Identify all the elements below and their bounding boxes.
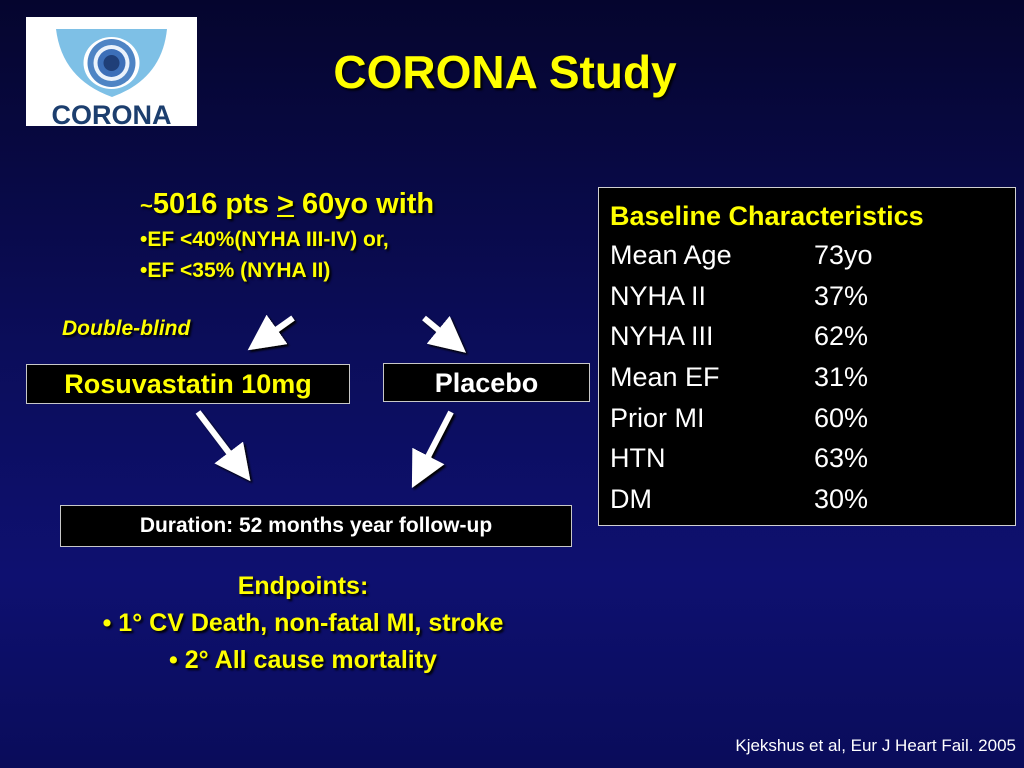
inclusion-criteria: ~5016 pts > 60yo with •EF <40%(NYHA III-… (140, 186, 434, 286)
criteria-bullet: •EF <35% (NYHA II) (140, 259, 331, 282)
endpoint-item: • 2° All cause mortality (169, 646, 437, 674)
placebo-arm-box: Placebo (383, 363, 590, 402)
duration-box: Duration: 52 months year follow-up (60, 505, 572, 547)
baseline-label: Mean Age (610, 240, 732, 270)
logo-wordmark: CORONA (51, 100, 172, 130)
citation: Kjekshus et al, Eur J Heart Fail. 2005 (735, 736, 1016, 755)
baseline-label: HTN (610, 443, 666, 473)
corona-logo: CORONA (26, 17, 197, 130)
criteria-main-line: ~5016 pts > 60yo with (140, 186, 434, 224)
baseline-characteristics-box: Baseline Characteristics Mean Age 73yo N… (598, 187, 1016, 526)
baseline-value: 60% (814, 403, 869, 433)
rosuvastatin-arm-box: Rosuvastatin 10mg (26, 364, 350, 404)
arrow-to-rosuvastatin (247, 314, 295, 351)
arrow-to-placebo (422, 315, 466, 353)
endpoints-heading: Endpoints: (237, 572, 369, 600)
baseline-heading: Baseline Characteristics (610, 201, 924, 231)
baseline-value: 73yo (814, 240, 873, 270)
double-blind-label: Double-blind (62, 317, 191, 340)
baseline-value: 30% (814, 484, 869, 514)
baseline-label: NYHA III (610, 321, 714, 351)
tilde: ~ (140, 193, 153, 218)
baseline-value: 63% (814, 443, 869, 473)
arrow-rosuvastatin-to-duration (195, 410, 251, 482)
baseline-value: 62% (814, 321, 869, 351)
baseline-label: Prior MI (610, 403, 705, 433)
baseline-label: DM (610, 484, 652, 514)
baseline-value: 31% (814, 362, 869, 392)
baseline-label: NYHA II (610, 281, 707, 311)
baseline-label: Mean EF (610, 362, 720, 392)
criteria-age: 60yo with (293, 188, 435, 220)
criteria-ge-sign: > (277, 188, 294, 220)
criteria-bullet: •EF <40%(NYHA III-IV) or, (140, 228, 389, 251)
criteria-count: 5016 pts (152, 188, 277, 220)
slide-title: CORONA Study (333, 46, 677, 98)
endpoint-item: • 1° CV Death, non-fatal MI, stroke (102, 609, 504, 637)
baseline-value: 37% (814, 281, 869, 311)
corona-logo-emblem (56, 29, 167, 97)
endpoints: Endpoints: • 1° CV Death, non-fatal MI, … (0, 568, 606, 679)
arrow-placebo-to-duration (411, 410, 454, 489)
